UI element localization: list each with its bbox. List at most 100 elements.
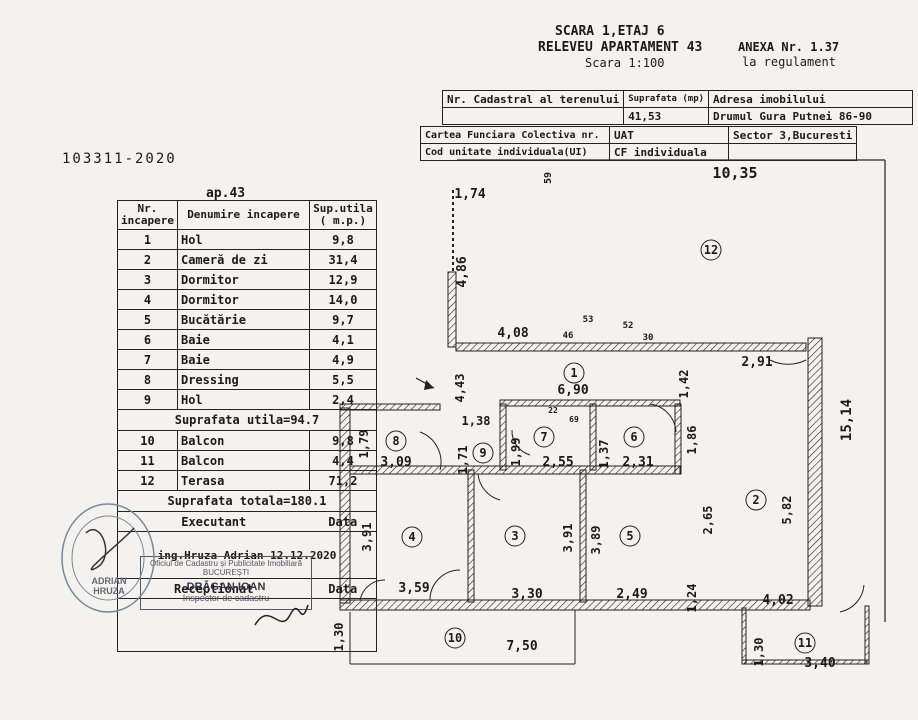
dimension-label: 3,89 bbox=[589, 526, 603, 555]
room-circle bbox=[533, 426, 555, 448]
cf-individuala-label: CF individuala bbox=[609, 143, 729, 161]
walls bbox=[339, 159, 886, 665]
dimension-label: 4,43 bbox=[453, 374, 467, 403]
room-circle bbox=[401, 526, 423, 548]
wall-bath6-right bbox=[674, 403, 682, 475]
room-circle-number: 1 bbox=[570, 366, 577, 380]
dimension-label: 69 bbox=[569, 415, 579, 424]
dimension-label: 2,91 bbox=[741, 355, 772, 370]
office-line: Oficiul de Cadastru și Publicitate Imobi… bbox=[149, 559, 303, 577]
wall-corridor-left bbox=[447, 271, 457, 348]
room-area: 4,9 bbox=[308, 349, 377, 370]
wall-dressing-top bbox=[339, 403, 441, 411]
cadastral-value bbox=[441, 107, 625, 125]
useful-area-total: Suprafata utila=94.7 bbox=[117, 409, 377, 431]
dimension-label: 1,30 bbox=[332, 623, 346, 652]
balcony11-right bbox=[864, 605, 870, 665]
col-area-header: Sup.utila ( m.p.) bbox=[308, 200, 377, 230]
dimension-label: 1,71 bbox=[456, 446, 470, 475]
annex-sub: la regulament bbox=[742, 55, 836, 69]
dimension-label: 3,40 bbox=[804, 656, 835, 671]
dimension-label: 4,08 bbox=[497, 326, 528, 341]
inspector-stamp: Oficiul de Cadastru și Publicitate Imobi… bbox=[140, 556, 312, 610]
door-bath7 bbox=[511, 429, 531, 456]
executant-value: ing.Hruza Adrian 12.12.2020 bbox=[117, 531, 377, 579]
dimension-label: 2,49 bbox=[616, 587, 647, 602]
dimension-label: 1,79 bbox=[357, 430, 371, 459]
door-arcs bbox=[359, 359, 865, 613]
inspector-title: Inspector de cadastru bbox=[182, 593, 270, 603]
executant-label: Executant bbox=[117, 511, 310, 532]
door-terrace bbox=[769, 359, 807, 365]
room-circle bbox=[745, 489, 767, 511]
room-circle-number: 11 bbox=[798, 636, 812, 650]
dimension-label: 1,86 bbox=[685, 426, 699, 455]
receptionat-value bbox=[117, 598, 377, 652]
dimension-label: 53 bbox=[583, 315, 594, 325]
dimension-label: 30 bbox=[643, 333, 654, 343]
room-circle bbox=[504, 525, 526, 547]
room-circle-number: 8 bbox=[392, 434, 399, 448]
dimension-label: 7,50 bbox=[506, 639, 537, 654]
dimension-label: 1,38 bbox=[462, 414, 491, 428]
room-circle bbox=[700, 239, 722, 261]
door-balcony10 bbox=[359, 579, 386, 601]
cadastral-header: Nr. Cadastral al terenului bbox=[441, 90, 625, 108]
annex-label: ANEXA Nr. 1.37 bbox=[738, 40, 840, 54]
wall-bath7-left bbox=[499, 403, 507, 471]
stamp-name: ADRIAN HRUZA bbox=[91, 576, 127, 596]
room-circle-number: 5 bbox=[626, 529, 633, 543]
wall-top bbox=[455, 342, 807, 352]
room-circle bbox=[794, 632, 816, 654]
col-name-header: Denumire incapere bbox=[176, 200, 310, 230]
wall-right bbox=[807, 337, 823, 607]
room-name: Terasa bbox=[176, 470, 310, 491]
signature-mark bbox=[85, 527, 135, 571]
room-circle bbox=[619, 525, 641, 547]
plan-header-line2: RELEVEU APARTAMENT 43 bbox=[538, 40, 703, 55]
room-name: Dormitor bbox=[176, 269, 310, 290]
room-circle-number: 4 bbox=[408, 530, 415, 544]
dimension-label: 2,65 bbox=[701, 506, 715, 535]
plan-header-line1: SCARA 1,ETAJ 6 bbox=[555, 24, 665, 39]
wall-bottom bbox=[339, 599, 811, 611]
dimension-label: 52 bbox=[623, 321, 634, 331]
cadastral-table: Nr. Cadastral al terenului Suprafata (mp… bbox=[441, 90, 914, 125]
dimension-label: 1,74 bbox=[454, 187, 485, 202]
rooms-table: Nr. incapere Denumire incapere Sup.utila… bbox=[117, 200, 377, 652]
dimension-label: 3,91 bbox=[561, 524, 575, 553]
dimension-label: 10,35 bbox=[712, 164, 757, 182]
dimension-label: 5,82 bbox=[780, 496, 794, 525]
dimension-label: 3,30 bbox=[511, 587, 542, 602]
dimension-label: 2,31 bbox=[622, 455, 653, 470]
dimension-label: 1,24 bbox=[685, 584, 699, 613]
dimension-label: 46 bbox=[563, 331, 574, 341]
dimension-label: 6,90 bbox=[557, 383, 588, 398]
receptionat-signature bbox=[254, 604, 309, 626]
room-name: Hol bbox=[176, 389, 310, 410]
door-balcony11 bbox=[839, 584, 865, 613]
dimension-label: 1,99 bbox=[509, 438, 523, 467]
room-circle-number: 3 bbox=[511, 529, 518, 543]
room-circle bbox=[623, 426, 645, 448]
room-circle bbox=[385, 430, 407, 452]
dimension-label: 3,91 bbox=[360, 523, 374, 552]
dimension-label: 4,02 bbox=[762, 593, 793, 608]
dimension-label: 4,86 bbox=[455, 256, 470, 287]
door-bed3 bbox=[477, 473, 501, 501]
room-circle-number: 2 bbox=[752, 493, 759, 507]
uat-value: Sector 3,Bucuresti bbox=[727, 126, 858, 144]
address-value: Drumul Gura Putnei 86-90 bbox=[708, 107, 914, 125]
room-name: Baie bbox=[176, 329, 310, 350]
dimension-label: 22 bbox=[548, 406, 558, 415]
dimension-label: 3,59 bbox=[398, 581, 429, 596]
